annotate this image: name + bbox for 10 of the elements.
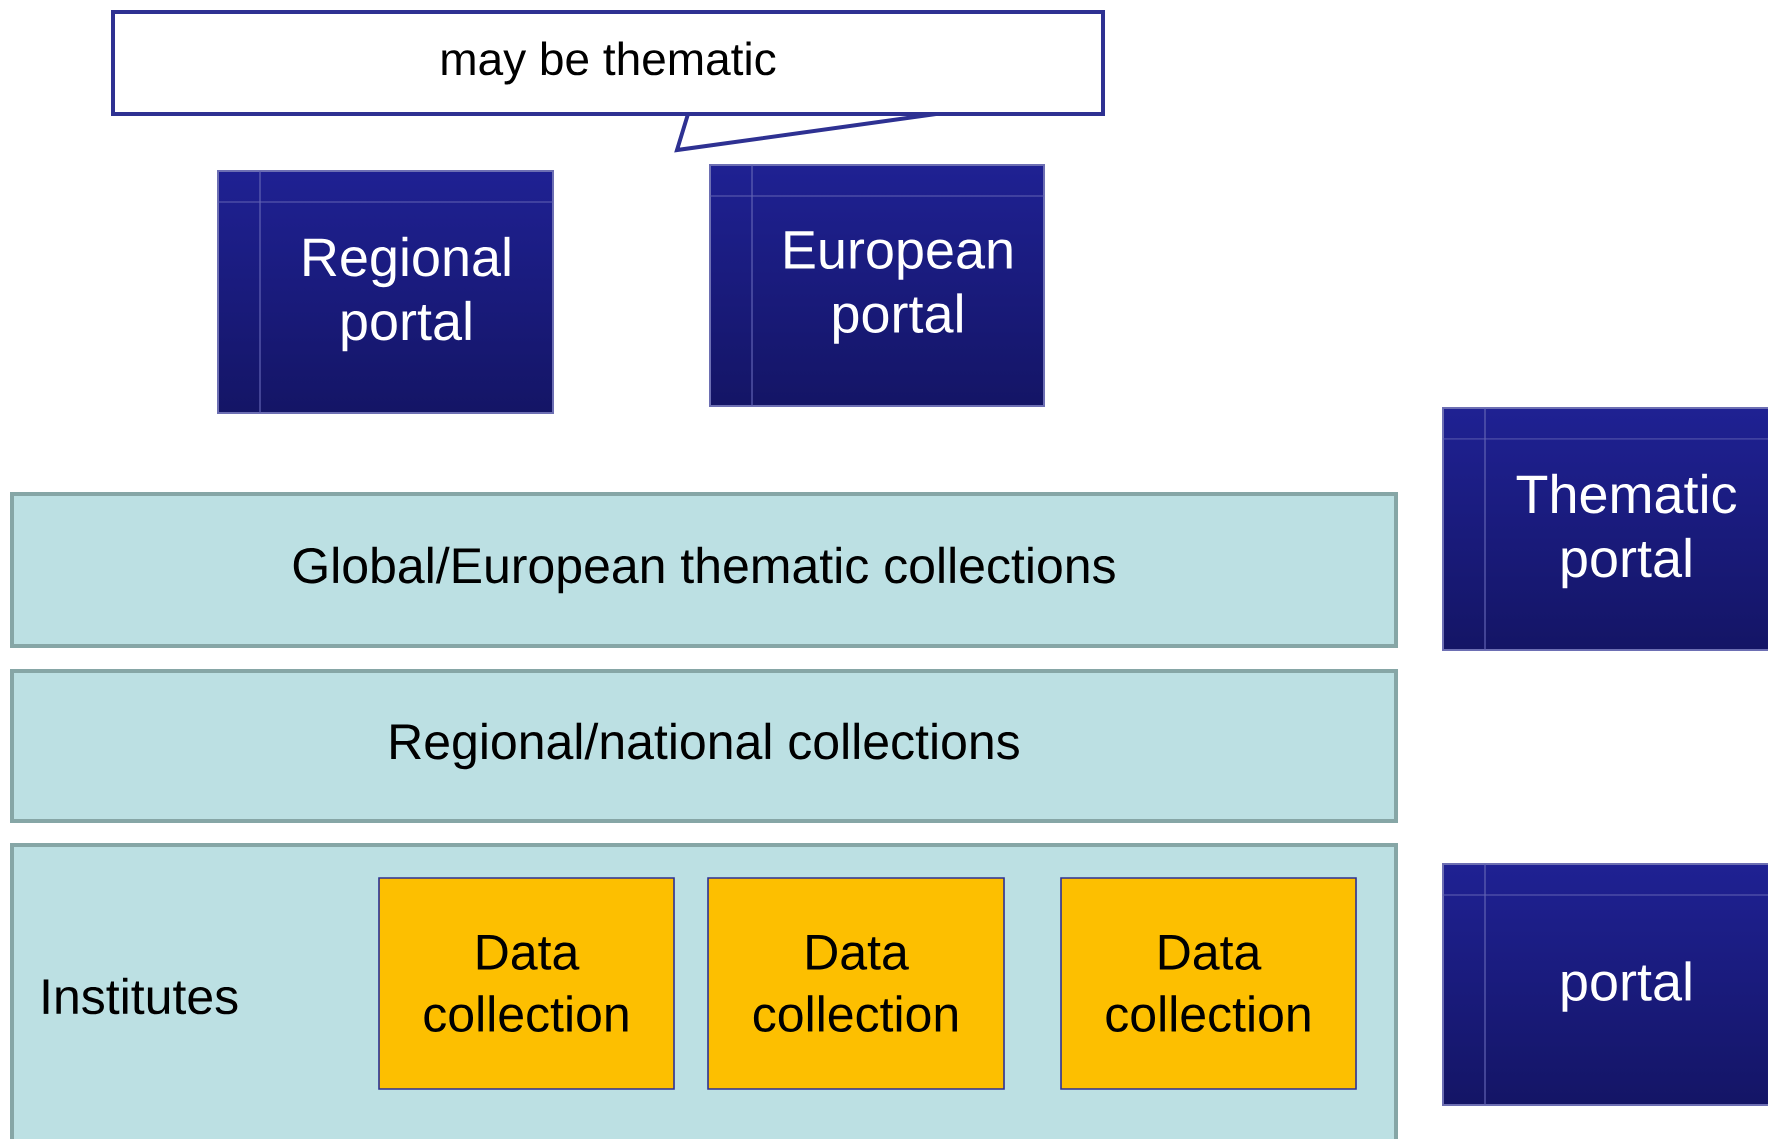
speech-bubble: may be thematic	[111, 10, 1105, 153]
data-collection-box: Data collection	[707, 877, 1005, 1090]
data-collection-box: Data collection	[1060, 877, 1357, 1090]
portal-box: Regional portal	[217, 170, 554, 414]
portal-box: Thematic portal	[1442, 407, 1768, 651]
collection-band: Global/European thematic collections	[10, 492, 1398, 648]
portal-box: portal	[1442, 863, 1768, 1106]
data-collection-box: Data collection	[378, 877, 675, 1090]
portal-box: European portal	[709, 164, 1045, 407]
collection-band: Regional/national collections	[10, 669, 1398, 823]
